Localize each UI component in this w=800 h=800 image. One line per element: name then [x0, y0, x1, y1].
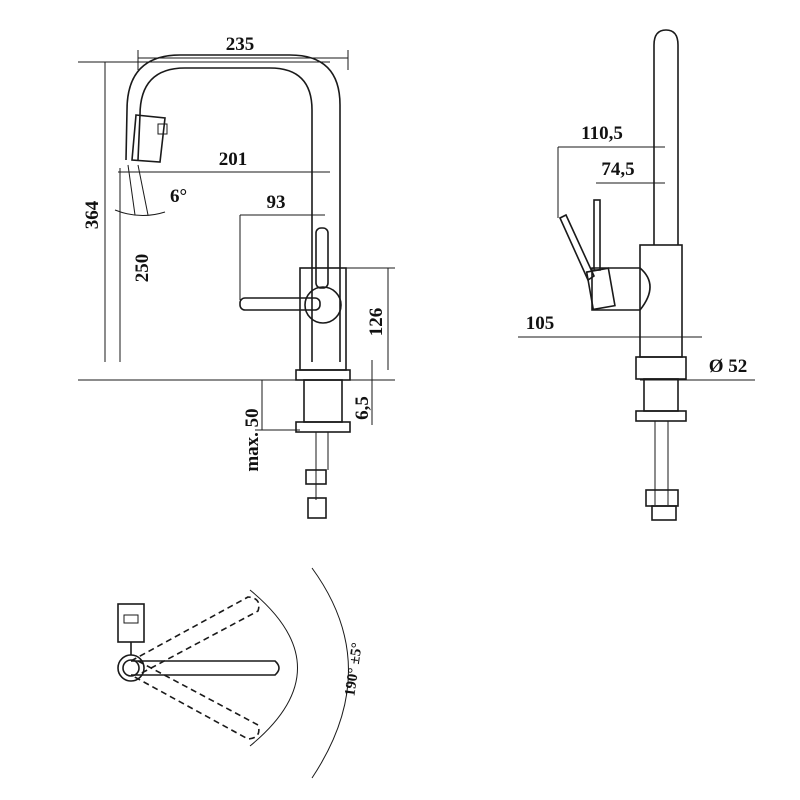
top-hub-outer — [117, 654, 145, 682]
dim-235: 235 — [226, 34, 255, 55]
faucet-body — [299, 267, 347, 371]
dim-250: 250 — [132, 254, 153, 283]
handle-hub — [304, 286, 342, 324]
spray-line-b — [127, 164, 136, 216]
hose-fitting-a — [305, 469, 327, 485]
top-rotation-arc — [249, 589, 298, 747]
spout-outer — [137, 67, 313, 362]
dim-110-5: 110,5 — [581, 123, 623, 144]
spray-line-a — [137, 164, 149, 216]
side-base — [635, 356, 687, 380]
side-spout — [653, 29, 679, 245]
dim-rotation: 190° ±5° — [342, 642, 365, 698]
top-lever-down — [130, 660, 260, 740]
shank-upper — [303, 379, 343, 423]
top-view: 190° ±5° — [117, 567, 366, 779]
top-rotation-dim — [311, 567, 349, 779]
dim-6deg: 6° — [170, 186, 187, 207]
dim-93: 93 — [267, 192, 286, 213]
faucet-base — [295, 369, 351, 381]
side-nut — [635, 410, 687, 422]
side-lever-alt — [593, 199, 601, 271]
handle-lever — [239, 297, 321, 311]
top-hub-inner — [122, 659, 140, 677]
mount-nut — [295, 421, 351, 433]
top-lever-center — [131, 660, 280, 676]
dim-201: 201 — [219, 149, 248, 170]
side-fitting — [645, 489, 679, 507]
dim-105: 105 — [526, 313, 555, 334]
spray-button — [157, 123, 168, 135]
side-fitting-low — [651, 505, 677, 521]
dim-74-5: 74,5 — [601, 159, 634, 180]
handle-stem — [315, 227, 329, 289]
top-spout-mark — [123, 614, 139, 624]
dim-max-50: max. 50 — [242, 408, 263, 471]
dim-d52: Ø 52 — [709, 356, 748, 377]
spray-head — [131, 114, 166, 163]
side-view: 110,5 74,5 105 Ø 52 — [518, 29, 755, 521]
front-view: 235 201 93 6° 364 250 126 6,5 max. 50 — [78, 34, 395, 519]
side-lever-base — [585, 267, 616, 311]
side-lever — [558, 213, 596, 282]
spout-outer-back — [125, 54, 341, 362]
dim-364: 364 — [82, 200, 103, 229]
dim-6-5: 6,5 — [352, 396, 373, 420]
hose-fitting-b — [307, 497, 327, 519]
top-lever-up — [130, 596, 260, 676]
spray-angle-arc — [114, 209, 166, 216]
dim-126: 126 — [366, 308, 387, 337]
side-lever-housing — [591, 267, 651, 311]
side-shank — [643, 378, 679, 412]
